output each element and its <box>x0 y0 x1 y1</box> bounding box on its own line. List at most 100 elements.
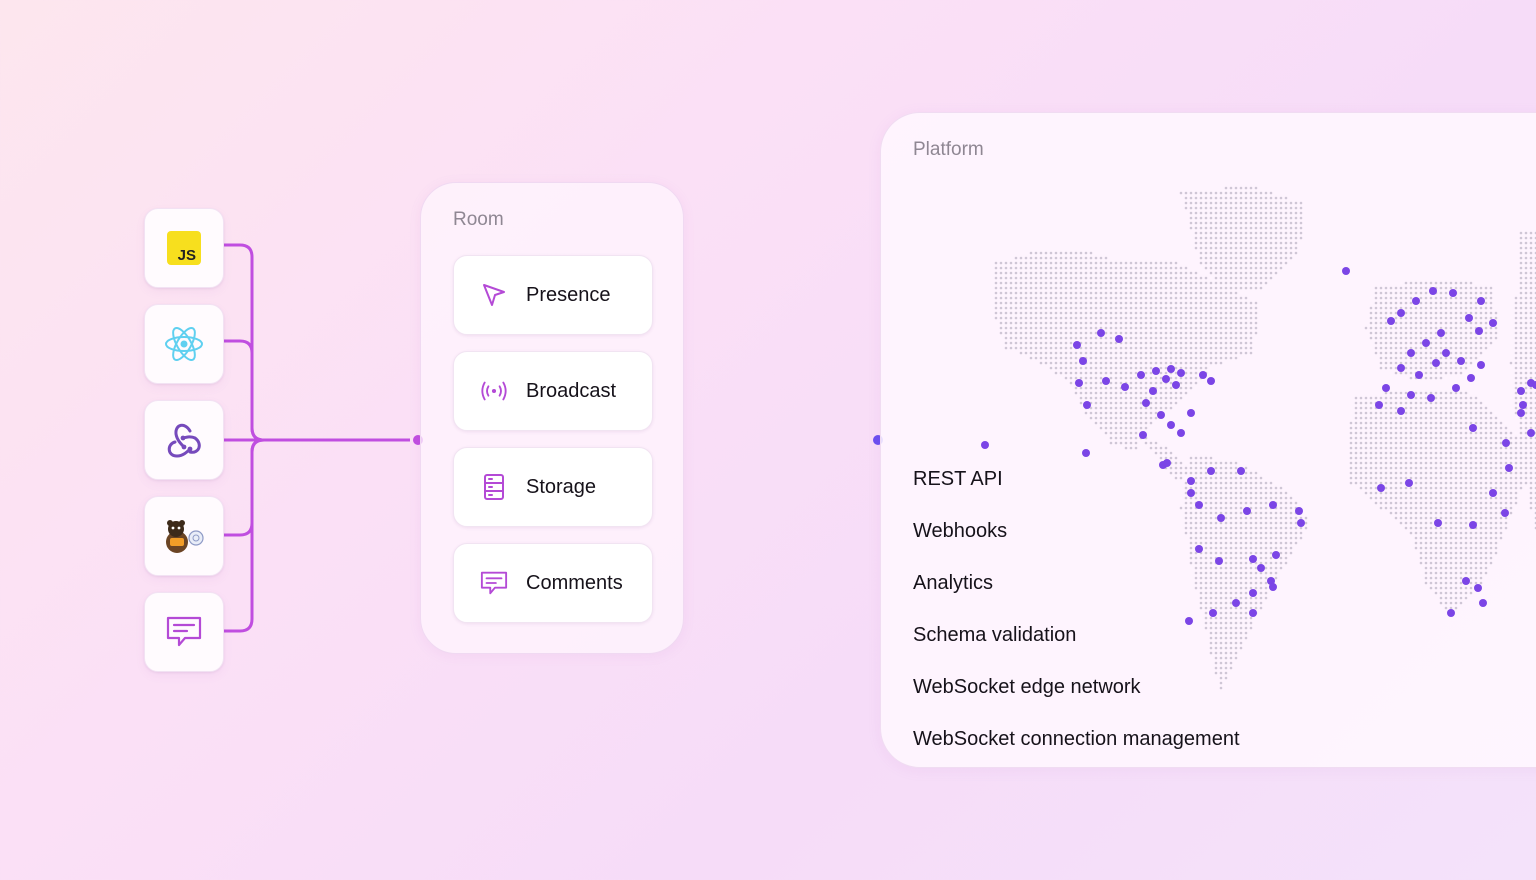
region-marker <box>1243 507 1251 515</box>
client-javascript[interactable]: JS <box>144 208 224 288</box>
region-marker <box>1342 267 1350 275</box>
comments-icon <box>166 616 202 647</box>
region-marker <box>1519 401 1527 409</box>
client-react[interactable] <box>144 304 224 384</box>
region-marker <box>1432 359 1440 367</box>
region-marker <box>1467 374 1475 382</box>
client-comments[interactable] <box>144 592 224 672</box>
broadcast-icon <box>480 377 508 405</box>
world-map <box>981 186 1536 690</box>
region-marker <box>1397 309 1405 317</box>
region-marker <box>1469 521 1477 529</box>
map-land-dots <box>994 186 1536 690</box>
region-marker <box>1415 371 1423 379</box>
react-logo-icon <box>165 327 203 361</box>
region-marker <box>1142 399 1150 407</box>
region-marker <box>1137 371 1145 379</box>
comments-icon <box>480 569 508 597</box>
region-marker <box>1465 314 1473 322</box>
client-zustand[interactable] <box>144 496 224 576</box>
feature-label: Comments <box>526 571 623 594</box>
feature-storage[interactable]: Storage <box>453 447 653 527</box>
region-marker <box>1215 557 1223 565</box>
region-marker <box>1449 289 1457 297</box>
region-marker <box>1377 484 1385 492</box>
region-marker <box>1269 501 1277 509</box>
region-marker <box>1195 545 1203 553</box>
region-marker <box>1462 577 1470 585</box>
platform-item-edge-network: WebSocket edge network <box>913 676 1141 698</box>
region-marker <box>1412 297 1420 305</box>
room-panel: Room Presence <box>420 182 684 654</box>
region-marker <box>1527 429 1535 437</box>
region-marker <box>1447 609 1455 617</box>
region-marker <box>1479 599 1487 607</box>
region-marker <box>1272 551 1280 559</box>
platform-feature-list: REST API Webhooks Analytics Schema valid… <box>913 453 1240 765</box>
region-marker <box>1185 617 1193 625</box>
region-marker <box>1489 319 1497 327</box>
region-marker <box>1162 375 1170 383</box>
region-marker <box>1121 383 1129 391</box>
region-marker <box>1469 424 1477 432</box>
region-marker <box>1442 349 1450 357</box>
room-title: Room <box>453 209 504 230</box>
client-redux[interactable] <box>144 400 224 480</box>
region-marker <box>1163 459 1171 467</box>
region-marker <box>1295 507 1303 515</box>
region-marker <box>1477 361 1485 369</box>
region-marker <box>1149 387 1157 395</box>
region-marker <box>1257 564 1265 572</box>
region-marker <box>1217 514 1225 522</box>
platform-item-analytics: Analytics <box>913 572 994 594</box>
region-marker <box>1434 519 1442 527</box>
region-marker <box>1427 394 1435 402</box>
region-marker <box>1397 407 1405 415</box>
region-marker <box>1517 409 1525 417</box>
platform-title: Platform <box>913 139 984 160</box>
region-marker <box>1152 367 1160 375</box>
feature-presence[interactable]: Presence <box>453 255 653 335</box>
region-marker <box>1102 377 1110 385</box>
feature-label: Broadcast <box>526 379 617 402</box>
region-marker <box>1501 509 1509 517</box>
platform-item-rest-api: REST API <box>913 468 1003 490</box>
region-marker <box>1269 583 1277 591</box>
region-marker <box>1073 341 1081 349</box>
region-marker <box>1172 381 1180 389</box>
region-marker <box>1429 287 1437 295</box>
region-marker <box>1407 349 1415 357</box>
feature-broadcast[interactable]: Broadcast <box>453 351 653 431</box>
region-marker <box>1452 384 1460 392</box>
platform-item-connection-management: WebSocket connection management <box>913 728 1240 750</box>
feature-comments[interactable]: Comments <box>453 543 653 623</box>
region-marker <box>1075 379 1083 387</box>
region-marker <box>1195 501 1203 509</box>
region-marker <box>1474 584 1482 592</box>
region-marker <box>981 441 989 449</box>
region-marker <box>1475 327 1483 335</box>
feature-label: Presence <box>526 283 611 306</box>
connector-client-2 <box>224 339 265 442</box>
region-marker <box>1082 449 1090 457</box>
region-marker <box>1517 387 1525 395</box>
region-marker <box>1177 369 1185 377</box>
region-marker <box>1232 599 1240 607</box>
feature-label: Storage <box>526 475 597 498</box>
storage-icon <box>480 473 508 501</box>
region-marker <box>1407 391 1415 399</box>
platform-item-schema-validation: Schema validation <box>913 624 1077 646</box>
region-marker <box>1505 464 1513 472</box>
javascript-logo-icon: JS <box>167 231 201 265</box>
redux-logo-icon <box>167 423 201 458</box>
region-marker <box>1083 401 1091 409</box>
region-marker <box>1187 477 1195 485</box>
region-marker <box>1457 357 1465 365</box>
region-marker <box>1187 489 1195 497</box>
region-marker <box>1249 555 1257 563</box>
region-marker <box>1207 377 1215 385</box>
region-marker <box>1167 365 1175 373</box>
region-marker <box>1249 589 1257 597</box>
platform-panel: Platform REST API Webhooks Analytics Sch… <box>880 112 1536 768</box>
